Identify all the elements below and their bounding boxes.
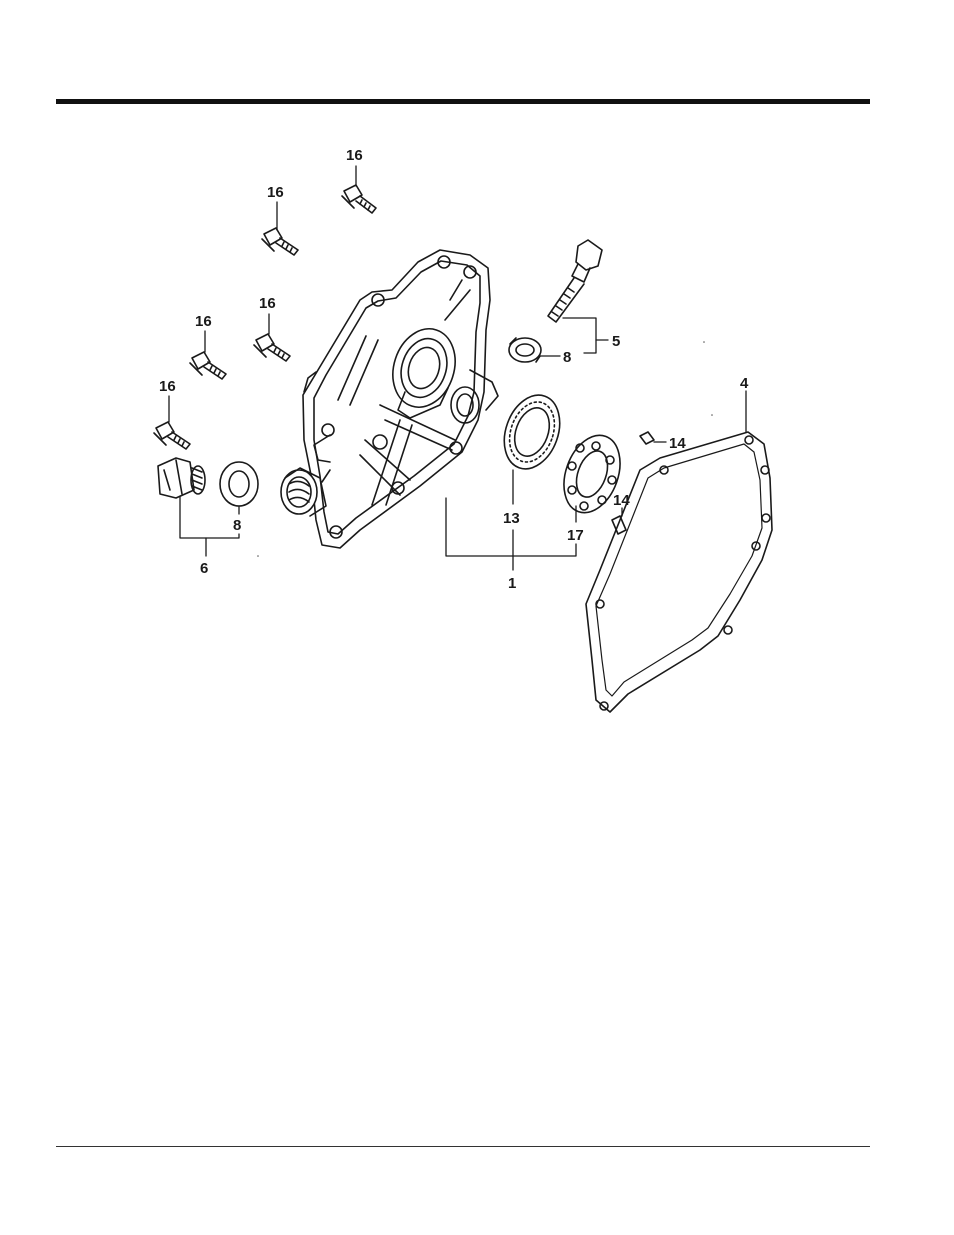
callout-dowel-pin-lower: 14 xyxy=(613,492,630,509)
callout-dipstick-seal: 8 xyxy=(563,349,571,366)
callout-washer: 8 xyxy=(233,517,241,534)
callout-bolt-upper-left: 16 xyxy=(267,184,284,201)
crankcase-cover xyxy=(281,250,498,548)
dipstick-seal xyxy=(509,338,541,362)
bolt-16-left xyxy=(190,352,226,379)
bolt-16-upper-left xyxy=(262,228,298,255)
callout-plug-assy: 6 xyxy=(200,560,208,577)
drain-plug xyxy=(158,458,205,498)
callout-cover-assy: 1 xyxy=(508,575,516,592)
callout-gasket: 4 xyxy=(740,375,749,392)
oil-seal xyxy=(495,387,570,476)
bolt-16-top xyxy=(342,185,376,213)
washer xyxy=(220,462,258,506)
callout-dipstick-assy: 5 xyxy=(612,333,620,350)
dipstick xyxy=(548,240,602,322)
bolt-16-mid xyxy=(254,334,290,361)
callout-bolt-top: 16 xyxy=(346,147,363,164)
callout-ball-bearing: 17 xyxy=(567,527,584,544)
callout-bolt-left: 16 xyxy=(195,313,212,330)
callout-bolt-mid: 16 xyxy=(259,295,276,312)
callout-dowel-pin-upper: 14 xyxy=(669,435,686,452)
callout-bolt-lower-left: 16 xyxy=(159,378,176,395)
dowel-pin-lower xyxy=(612,516,626,534)
callout-oil-seal: 13 xyxy=(503,510,520,527)
dowel-pin-upper xyxy=(640,432,654,444)
bolt-16-lower-left xyxy=(154,422,190,449)
